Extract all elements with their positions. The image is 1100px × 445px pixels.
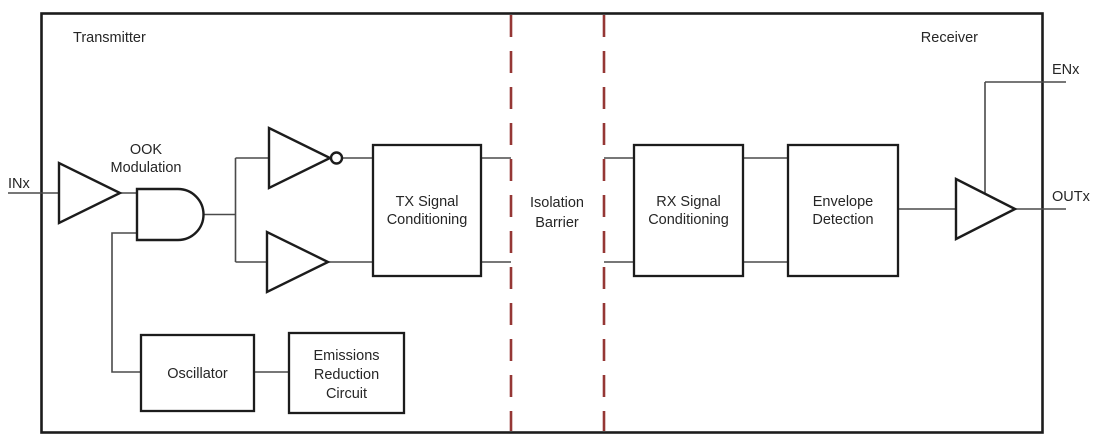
emissions-block-label-line1: Emissions [313,348,379,364]
tx-signal-conditioning-block [371,143,483,278]
emissions-block-label-line2: Reduction [314,367,379,383]
tx-buffer-symbol [265,230,331,294]
output-buffer-symbol [954,177,1018,241]
rx-block-label-line1: RX Signal [656,194,720,210]
envelope-block-label-line1: Envelope [813,194,873,210]
receiver-label: Receiver [921,30,978,46]
rx-signal-conditioning-block [632,143,745,278]
isolation-label-line2: Barrier [535,215,579,231]
inverter-symbol [267,126,333,190]
wire-and-to-oscillator [111,232,141,373]
outx-port-label: OUTx [1052,189,1091,205]
emissions-block-label-line3: Circuit [326,386,367,402]
tx-block-label-line1: TX Signal [396,194,459,210]
isolation-label-line1: Isolation [530,195,584,211]
oscillator-block-label: Oscillator [167,366,228,382]
ook-label-line2: Modulation [111,160,182,176]
emissions-reduction-block [287,331,406,415]
inx-port-label: INx [8,176,31,192]
and-gate-symbol [135,187,205,242]
oscillator-block [139,333,256,413]
ook-label-line1: OOK [130,142,163,158]
envelope-block-label-line2: Detection [812,212,873,228]
inverter-bubble [329,151,344,165]
input-buffer-symbol [57,161,123,225]
transmitter-label: Transmitter [73,30,146,46]
tx-block-label-line2: Conditioning [387,212,468,228]
enx-port-label: ENx [1052,62,1080,78]
rx-block-label-line2: Conditioning [648,212,729,228]
envelope-detection-block [786,143,900,278]
device-boundary-box [40,12,1044,434]
